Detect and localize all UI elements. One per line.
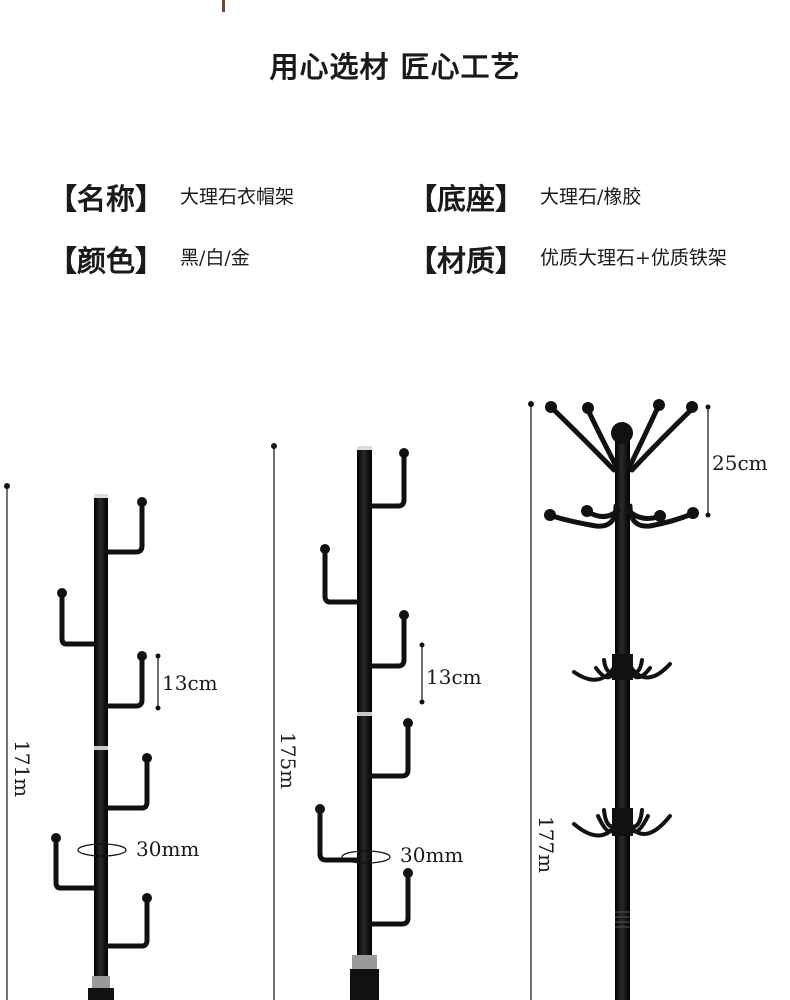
- rack-2-hook: [317, 809, 360, 863]
- rack-3-arm-ball: [545, 401, 557, 413]
- spec-material-value: 优质大理石+优质铁架: [540, 247, 727, 269]
- rack-3-arm: [549, 503, 619, 529]
- rack-1-hook-ball: [142, 893, 152, 903]
- rack-2-hook: [369, 873, 411, 927]
- rack-2-pole-cap: [357, 446, 372, 450]
- rack-3-arm: [627, 404, 661, 469]
- spec-color-value: 黑/白/金: [180, 247, 250, 269]
- rack-1-hook-ball: [142, 753, 152, 763]
- rack-1-hook-ball: [137, 651, 147, 661]
- rack-3: [528, 399, 711, 1000]
- rack-2-hook-ball: [399, 448, 409, 458]
- rack-1-hook-ball: [57, 588, 67, 598]
- rack-1-height-label: 171m: [10, 740, 34, 798]
- rack-3-arm: [549, 405, 617, 473]
- spec-material-label: 【材质】: [408, 244, 525, 278]
- rack-3-arm: [585, 407, 619, 469]
- rack-1-hook: [105, 501, 145, 555]
- rack-1-hook: [53, 837, 97, 891]
- rack-1-height-dot: [4, 483, 10, 489]
- rack-3-arm-ball: [653, 399, 665, 411]
- rack-2-hook: [369, 453, 407, 509]
- rack-2-hook: [369, 615, 407, 669]
- rack-3-mid-hub: [612, 654, 633, 680]
- rack-1-base: [88, 988, 114, 1000]
- rack-3-top-ball: [611, 422, 633, 444]
- rack-3-arm-ball: [581, 505, 593, 517]
- rack-1-hook-ball: [137, 497, 147, 507]
- rack-1-hook: [105, 897, 150, 949]
- rack-3-arm: [629, 406, 695, 473]
- rack-3-arm-ball: [687, 507, 699, 519]
- rack-1-base-collar: [92, 976, 110, 988]
- rack-2-hook-ball: [403, 868, 413, 878]
- rack-1-hook: [59, 591, 97, 647]
- rack-2-hook: [369, 723, 411, 779]
- rack-2: [271, 443, 425, 1000]
- rack-1-joint: [94, 746, 108, 750]
- rack-3-arm-ball: [582, 402, 594, 414]
- rack-1-diameter-ring: [77, 843, 127, 857]
- rack-2-pole: [357, 446, 372, 1000]
- rack-2-base-collar: [352, 955, 377, 969]
- rack-2-joint: [357, 712, 372, 716]
- rack-2-base: [350, 969, 379, 1000]
- rack-3-arm-ball: [544, 509, 556, 521]
- rack-1-spacing-label: 13cm: [162, 671, 218, 695]
- rack-2-height-label: 175m: [276, 732, 300, 790]
- top-accent-line: [222, 0, 225, 12]
- spec-color-label: 【颜色】: [48, 244, 165, 278]
- rack-3-height-label: 177m: [534, 816, 558, 874]
- rack-3-pole: [615, 440, 630, 1000]
- page-title: 用心选材 匠心工艺: [269, 50, 521, 84]
- rack-2-diameter-ring: [341, 850, 391, 864]
- spec-base-label: 【底座】: [408, 182, 525, 216]
- rack-1-hook: [105, 655, 145, 709]
- spec-name-value: 大理石衣帽架: [180, 186, 295, 208]
- rack-1-pole-cap: [94, 494, 108, 498]
- spec-name-label: 【名称】: [48, 182, 165, 216]
- rack-2-hook-ball: [315, 804, 325, 814]
- rack-2-height-dot: [271, 443, 277, 449]
- rack-1: [4, 483, 161, 1000]
- rack-1-diameter-label: 30mm: [136, 837, 200, 861]
- rack-3-height-dot: [528, 401, 534, 407]
- rack-3-arm-ball: [686, 401, 698, 413]
- rack-1-hook-ball: [51, 833, 61, 843]
- rack-2-spacing-label: 13cm: [426, 665, 482, 689]
- rack-2-diameter-label: 30mm: [400, 843, 464, 867]
- rack-2-hook-ball: [403, 718, 413, 728]
- rack-3-arm: [627, 503, 695, 529]
- rack-3-spacing-label: 25cm: [712, 451, 768, 475]
- rack-2-hook-ball: [399, 610, 409, 620]
- spec-base-value: 大理石/橡胶: [540, 186, 642, 208]
- rack-1-hook: [105, 757, 150, 811]
- rack-2-hook: [322, 549, 360, 605]
- rack-3-low-hub: [612, 808, 633, 836]
- rack-3-arm-ball: [654, 510, 666, 522]
- rack-2-hook-ball: [320, 544, 330, 554]
